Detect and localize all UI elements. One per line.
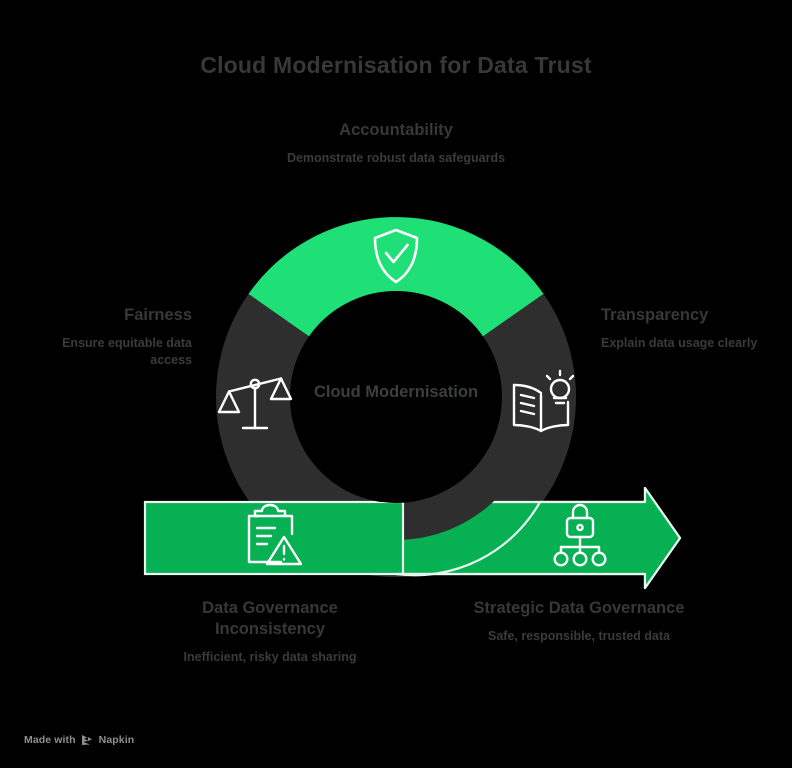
donut-center-hole	[290, 291, 502, 503]
callout-subtitle: Explain data usage clearly	[601, 336, 758, 351]
lock-hierarchy-icon	[553, 503, 607, 567]
watermark-prefix: Made with	[24, 734, 76, 746]
donut-center-label: Cloud Modernisation	[313, 383, 479, 401]
donut-segment-accountability	[248, 217, 544, 338]
callout-strategic-data-governance: Strategic Data Governance Safe, responsi…	[468, 598, 690, 645]
callout-fairness: Fairness Ensure equitable data access	[20, 305, 192, 368]
callout-title: Strategic Data Governance	[473, 599, 685, 617]
napkin-logo-icon	[81, 734, 94, 746]
callout-subtitle: Inefficient, risky data sharing	[183, 650, 357, 665]
callout-title: Transparency	[601, 306, 709, 324]
callout-subtitle: Safe, responsible, trusted data	[488, 629, 670, 644]
arrow-right-swoosh	[394, 486, 682, 590]
callout-data-governance-inconsistency: Data Governance Inconsistency Inefficien…	[170, 598, 370, 666]
callout-title: Fairness	[124, 306, 192, 324]
callout-title: Accountability	[339, 121, 453, 139]
callout-accountability: Accountability Demonstrate robust data s…	[246, 120, 546, 167]
open-book-lightbulb-icon	[512, 369, 575, 433]
callout-title: Data Governance Inconsistency	[202, 599, 338, 639]
watermark-brand: Napkin	[98, 734, 135, 746]
clipboard-warning-icon	[247, 503, 303, 566]
napkin-watermark: Made with Napkin	[24, 734, 134, 746]
callout-subtitle: Ensure equitable data access	[62, 336, 192, 367]
page-title: Cloud Modernisation for Data Trust	[200, 52, 592, 78]
callout-transparency: Transparency Explain data usage clearly	[601, 305, 779, 352]
callout-subtitle: Demonstrate robust data safeguards	[286, 151, 506, 166]
balance-scales-icon	[217, 377, 293, 430]
shield-check-icon	[373, 228, 419, 284]
